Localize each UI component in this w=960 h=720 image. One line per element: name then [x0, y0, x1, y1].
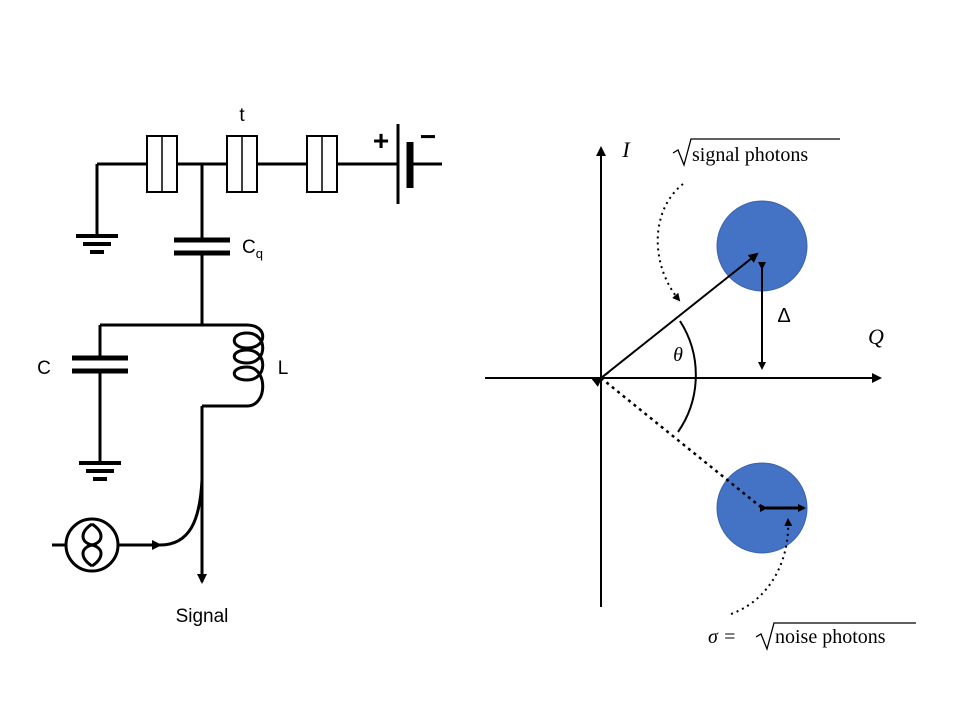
iq-plane-diagram: I Q θ Δ signal photons σ = noise photons [485, 137, 916, 652]
signal-photons-annotation: signal photons [672, 138, 840, 168]
junction-label: t [239, 105, 245, 126]
battery-plus-sign: + [373, 125, 389, 156]
coupling-capacitor [174, 237, 230, 256]
tank-capacitor [72, 355, 128, 374]
battery-symbol [396, 124, 414, 204]
signal-annotation-pointer [656, 183, 684, 302]
tunnel-junction-3 [306, 135, 338, 193]
signal-vector [600, 252, 759, 379]
i-axis-label: I [621, 137, 631, 162]
inductor-label: L [278, 358, 289, 379]
noise-annotation-pointer [730, 518, 793, 615]
coupling-cap-label: Cq [242, 237, 263, 261]
delta-label: Δ [777, 305, 790, 327]
ground-symbol-top [76, 234, 118, 254]
svg-text:σ =: σ = [708, 626, 736, 648]
svg-text:signal photons: signal photons [692, 144, 808, 166]
top-bus-wire [95, 162, 442, 236]
reference-vector-dotted [600, 377, 763, 509]
circuit-diagram: t + − Cq C [37, 105, 442, 627]
angle-arc [677, 320, 697, 433]
ac-source-icon [52, 517, 120, 573]
inductor-coil [232, 323, 265, 408]
signal-label: Signal [176, 606, 229, 627]
drive-coupling-curve [159, 479, 204, 547]
ground-symbol-bottom [79, 461, 121, 481]
q-axis-label: Q [868, 324, 884, 349]
cap-label: C [37, 358, 51, 379]
tunnel-junction-1 [146, 135, 178, 193]
battery-minus-sign: − [420, 121, 436, 152]
svg-text:noise photons: noise photons [775, 626, 886, 648]
angle-label: θ [673, 344, 683, 366]
noise-photons-annotation: σ = noise photons [708, 622, 916, 652]
tunnel-junction-2 [226, 135, 258, 193]
